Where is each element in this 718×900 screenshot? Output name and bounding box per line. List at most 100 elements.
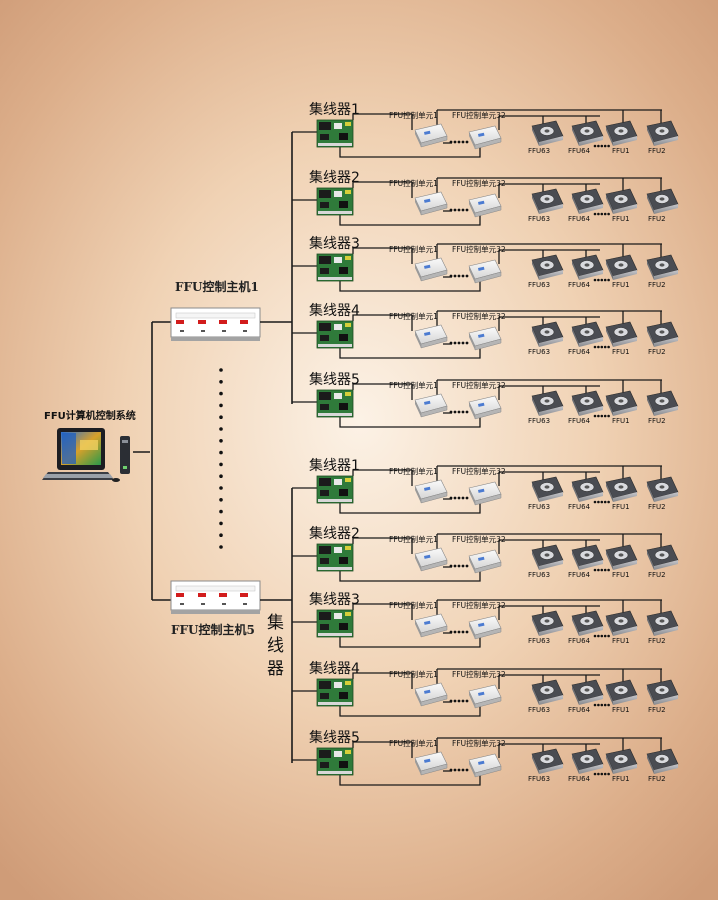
control-unit-label: FFU控制单元1 [389,380,438,390]
control-unit-device [468,395,502,420]
ffu-fan-unit [605,120,638,146]
hub-board [316,320,354,349]
continuation-dot [461,564,465,568]
continuation-dot [597,278,600,282]
ffu-label: FFU64 [568,215,591,223]
ffu-label: FFU63 [528,417,550,425]
computer-workstation: FFU计算机控制系统 [42,409,150,482]
control-unit-label: FFU控制单元1 [389,534,438,544]
continuation-dot [603,414,607,418]
continuation-dot [449,768,453,772]
ffu-label: FFU64 [568,706,591,714]
ffu-fan-unit [646,188,679,214]
ffu-label: FFU64 [568,503,591,511]
continuation-dot [219,545,223,549]
ffu-fan-unit [531,679,564,705]
ffu-fan-unit [531,610,564,636]
continuation-dot [593,772,597,776]
continuation-dot [593,278,597,282]
control-unit-device [414,751,448,776]
control-unit-device [468,326,502,351]
ffu-label: FFU64 [568,775,591,783]
host-label: FFU控制主机1 [175,279,259,294]
ffu-fan-unit [571,544,604,570]
continuation-dot [453,140,457,144]
ffu-label: FFU63 [528,571,550,579]
continuation-dot [461,208,465,212]
continuation-dot [461,341,465,345]
ffu-fan-unit [646,748,679,774]
continuation-dot [453,410,457,414]
continuation-dot [607,568,610,572]
ffu-label: FFU1 [612,348,630,356]
continuation-dot [593,414,597,418]
continuation-dot [600,278,604,282]
ffu-label: FFU1 [612,503,630,511]
hub-label: 集线器2 [309,169,360,186]
continuation-dot [457,630,461,634]
ffu-label: FFU2 [648,706,666,714]
ffu-fan-unit [605,254,638,280]
hub-board [316,678,354,707]
ffu-fan-unit [531,544,564,570]
continuation-dot [597,212,600,216]
continuation-dot [219,427,223,431]
ffu-fan-unit [646,610,679,636]
continuation-dot [457,768,461,772]
svg-text:线: 线 [267,636,284,656]
ffu-label: FFU64 [568,417,591,425]
hub-label: 集线器4 [309,660,360,677]
continuation-dot [461,699,465,703]
ffu-fan-unit [571,748,604,774]
hub-board [316,119,354,148]
control-unit-device [414,613,448,638]
control-unit-label: FFU控制单元1 [389,600,438,610]
control-unit-device [468,684,502,709]
continuation-dot [453,564,457,568]
ffu-fan-unit [646,321,679,347]
control-unit-label: FFU控制单元1 [389,178,438,188]
continuation-dot [461,768,465,772]
ffu-fan-unit [571,679,604,705]
connection-lines [292,177,662,226]
hub-label: 集线器4 [309,302,360,319]
continuation-dot [600,144,604,148]
continuation-dot [603,144,607,148]
continuation-dot [219,368,223,372]
continuation-dot [449,140,453,144]
continuation-dot [465,699,469,703]
control-unit-label: FFU控制单元32 [452,669,506,679]
control-unit-label: FFU控制单元32 [452,110,506,120]
ffu-fan-unit [531,254,564,280]
ffu-label: FFU1 [612,571,630,579]
connection-lines [292,243,662,292]
ffu-fan-unit [605,476,638,502]
ffu-label: FFU1 [612,775,630,783]
control-unit-device [468,753,502,778]
control-unit-device [414,123,448,148]
continuation-dot [600,568,604,572]
continuation-dot [593,703,597,707]
ffu-fan-unit [605,610,638,636]
continuation-dot [607,212,610,216]
continuation-dot [449,564,453,568]
ffu-fan-unit [531,476,564,502]
continuation-dot [457,274,461,278]
ffu-fan-unit [605,321,638,347]
connection-lines [292,379,662,428]
continuation-dot [607,634,610,638]
continuation-dot [597,414,600,418]
connection-lines [292,533,662,582]
connection-lines [292,737,662,786]
hub-board [316,475,354,504]
hub-board [316,389,354,418]
continuation-dot [600,500,604,504]
continuation-dot [219,474,223,479]
continuation-dot [600,414,604,418]
continuation-dot [449,699,453,703]
continuation-dot [603,345,607,349]
continuation-dot [597,568,600,572]
